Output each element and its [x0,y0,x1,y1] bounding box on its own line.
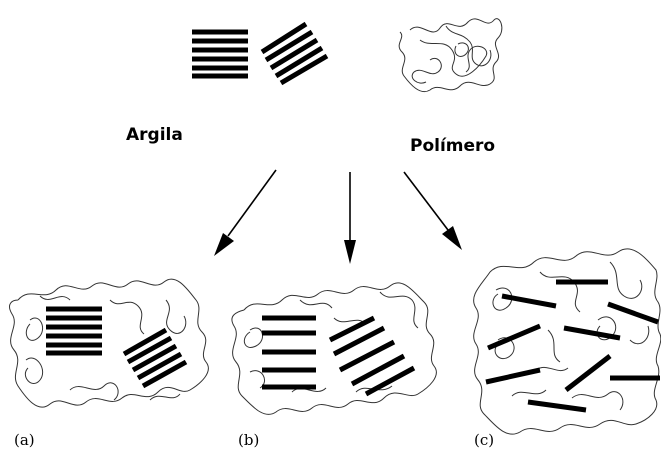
panel-b-stack-tilted [330,318,414,394]
polymer-chains [399,19,502,92]
panel-a-stack-parallel [46,309,102,353]
panel-b-chains [232,283,436,415]
clay-stack-parallel [192,32,248,76]
arrow-to-a [214,170,276,256]
panel-c-label: (c) [474,431,494,449]
panel-a-label: (a) [14,431,35,449]
panel-a-stack-tilted [124,330,186,386]
clay-label: Argila [126,125,183,145]
polymer-label: Polímero [410,136,495,156]
panel-b-label: (b) [238,431,259,449]
panel-c-exfoliated-layers [486,282,660,410]
clay-stack-tilted [262,24,327,83]
arrow-to-b [344,172,356,264]
panel-b-stack-parallel [262,318,316,387]
panel-a-chains [10,279,209,407]
arrow-to-c [404,172,462,250]
